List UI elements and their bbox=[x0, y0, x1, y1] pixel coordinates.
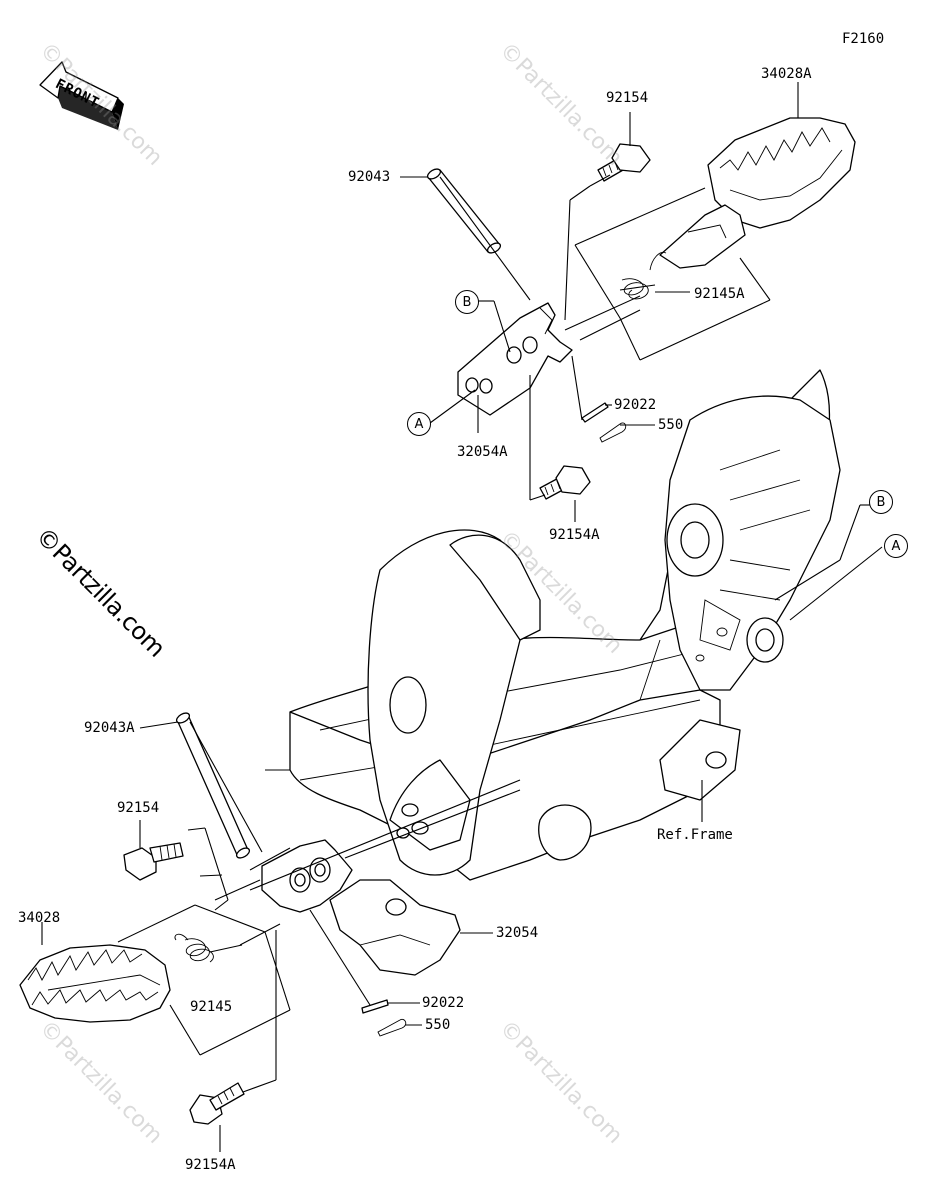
lower-pin-92043A bbox=[175, 712, 251, 859]
label-92145[interactable]: 92145 bbox=[190, 999, 233, 1015]
lower-footpeg-34028 bbox=[19, 944, 171, 1023]
lower-bolt-92154A bbox=[189, 1082, 245, 1125]
label-92154-top[interactable]: 92154 bbox=[606, 90, 649, 106]
label-92043[interactable]: 92043 bbox=[348, 169, 391, 185]
label-550-bottom[interactable]: 550 bbox=[425, 1017, 451, 1033]
label-92154-left[interactable]: 92154 bbox=[117, 800, 160, 816]
front-arrow-icon bbox=[39, 61, 124, 130]
lower-cotter-pin-550 bbox=[377, 1018, 407, 1037]
upper-pin-92043 bbox=[426, 168, 502, 254]
upper-spring-92145A bbox=[621, 251, 667, 300]
label-92154A-bottom[interactable]: 92154A bbox=[185, 1157, 236, 1173]
upper-bolt-92154A bbox=[539, 465, 591, 500]
upper-cotter-pin-550 bbox=[599, 422, 627, 443]
label-92022-top[interactable]: 92022 bbox=[614, 397, 657, 413]
upper-footpeg-34028A bbox=[659, 117, 856, 269]
callout-b-upper: B bbox=[455, 290, 479, 314]
leader-lines bbox=[41, 82, 883, 1152]
callout-a-right: A bbox=[884, 534, 908, 558]
upper-washer-92022 bbox=[581, 402, 609, 423]
label-32054A[interactable]: 32054A bbox=[457, 444, 508, 460]
callout-b-right: B bbox=[869, 490, 893, 514]
label-92043A[interactable]: 92043A bbox=[84, 720, 135, 736]
lower-bolt-92154 bbox=[123, 842, 184, 881]
label-92154A-top[interactable]: 92154A bbox=[549, 527, 600, 543]
label-34028[interactable]: 34028 bbox=[18, 910, 61, 926]
label-34028A[interactable]: 34028A bbox=[761, 66, 812, 82]
figure-code: F2160 bbox=[842, 31, 885, 47]
label-550-top[interactable]: 550 bbox=[658, 417, 684, 433]
frame-drawing bbox=[265, 369, 841, 881]
label-32054[interactable]: 32054 bbox=[496, 925, 539, 941]
upper-step-bracket-32054A bbox=[457, 302, 573, 416]
label-92145A[interactable]: 92145A bbox=[694, 286, 745, 302]
callout-a-upper: A bbox=[407, 412, 431, 436]
lower-spring-92145 bbox=[174, 933, 243, 963]
upper-bolt-92154 bbox=[597, 143, 651, 182]
label-ref-frame: Ref.Frame bbox=[657, 827, 733, 843]
lower-washer-92022 bbox=[361, 999, 389, 1014]
label-92022-bottom[interactable]: 92022 bbox=[422, 995, 465, 1011]
